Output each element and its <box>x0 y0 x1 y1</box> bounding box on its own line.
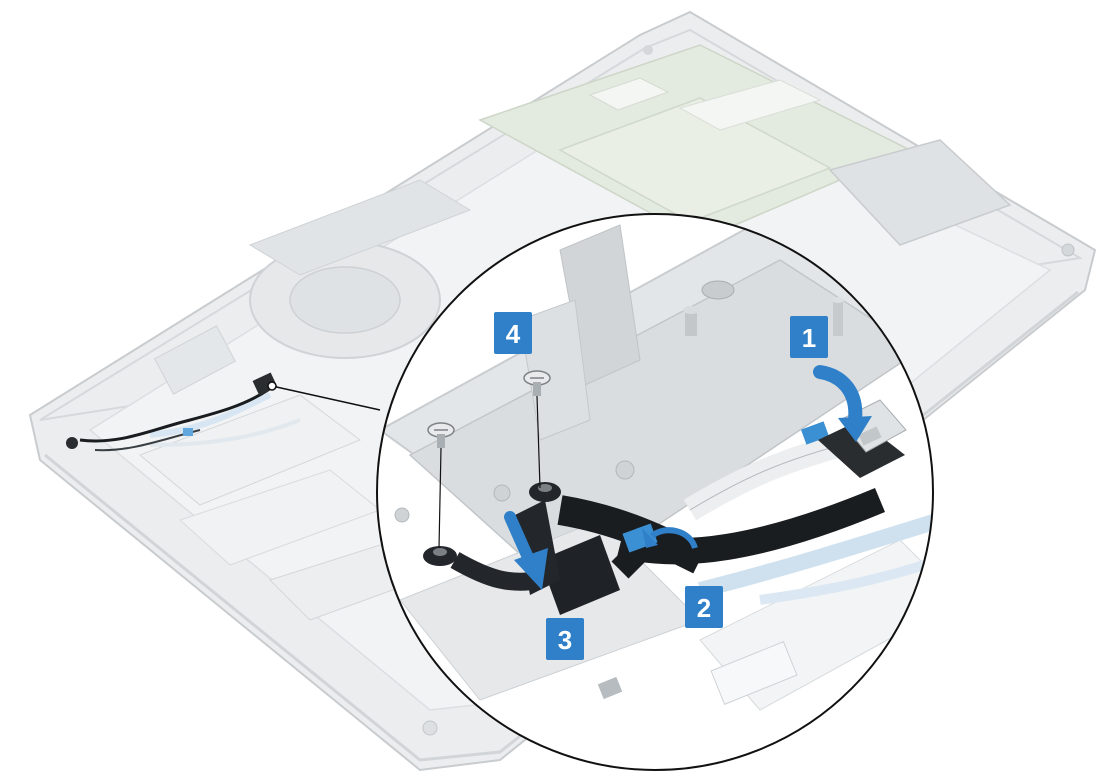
zoom-detail-border <box>376 213 934 771</box>
svg-text:4: 4 <box>506 319 521 349</box>
svg-text:3: 3 <box>558 625 572 655</box>
curved-arrow-icon <box>838 416 872 442</box>
callout-anchor <box>267 381 277 391</box>
step-badge-3: 3 <box>546 618 584 660</box>
system-fan <box>248 179 472 359</box>
motherboard <box>478 44 1075 257</box>
step-badge-2: 2 <box>685 586 723 628</box>
step-badge-1: 1 <box>790 316 828 358</box>
callout-leader-line <box>271 385 381 411</box>
svg-text:2: 2 <box>697 593 711 623</box>
down-arrow-icon <box>514 548 548 590</box>
palmrest-details <box>139 325 438 736</box>
step-badge-4: 4 <box>494 312 532 354</box>
screw-icon <box>427 422 455 549</box>
screw-icon <box>523 370 551 489</box>
down-arrow-icon <box>504 511 536 568</box>
curved-arrow-icon <box>642 528 658 548</box>
curved-arrow-icon <box>813 365 863 427</box>
background-cable <box>149 392 301 447</box>
curved-arrow-icon <box>650 527 698 550</box>
svg-text:1: 1 <box>802 323 816 353</box>
